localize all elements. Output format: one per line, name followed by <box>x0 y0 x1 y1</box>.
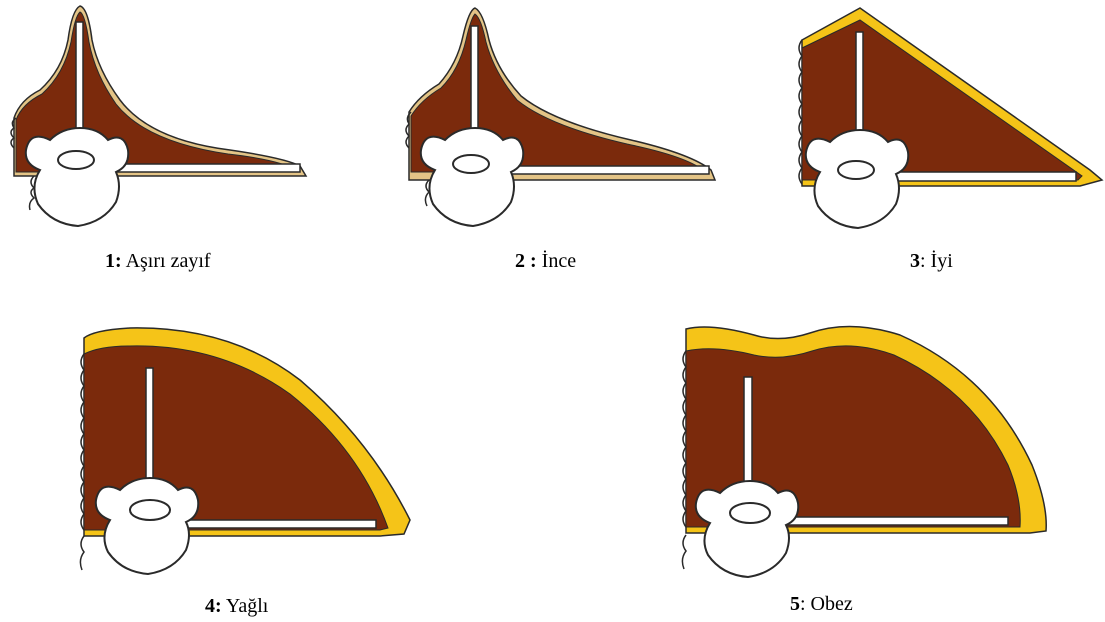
spinal-canal <box>453 155 489 173</box>
vertebra <box>26 128 128 226</box>
vertebra <box>696 481 798 577</box>
caption-5: 5: Obez <box>790 593 853 616</box>
figure-4-diagram <box>70 320 430 580</box>
figure-1-diagram <box>0 0 330 230</box>
transverse-process <box>180 520 376 528</box>
figure-5-diagram <box>670 315 1070 595</box>
transverse-process <box>110 164 300 172</box>
spinous-process <box>744 377 752 487</box>
vertebra <box>96 478 198 574</box>
spinous-process <box>856 32 863 142</box>
figure-3: 3: İyi <box>790 0 1105 230</box>
transverse-process <box>505 166 709 174</box>
figure-1: 1: Aşırı zayıf <box>0 0 330 230</box>
spinous-process <box>76 22 83 138</box>
figure-4: 4: Yağlı <box>70 320 430 580</box>
spinous-process <box>471 26 478 138</box>
spinal-canal <box>130 500 170 520</box>
spinous-process <box>146 368 153 484</box>
spinal-canal <box>838 161 874 179</box>
caption-2: 2 : İnce <box>515 250 576 273</box>
figure-5: 5: Obez <box>670 315 1070 595</box>
caption-4: 4: Yağlı <box>205 595 268 618</box>
spinal-canal <box>730 503 770 523</box>
transverse-process <box>780 517 1008 525</box>
figure-2-diagram <box>395 0 725 230</box>
caption-3: 3: İyi <box>910 250 953 273</box>
caption-1: 1: Aşırı zayıf <box>105 250 211 273</box>
figure-3-diagram <box>790 0 1105 230</box>
figure-2: 2 : İnce <box>395 0 725 230</box>
spinal-canal <box>58 151 94 169</box>
vertebra <box>421 128 523 226</box>
transverse-process <box>896 172 1076 181</box>
